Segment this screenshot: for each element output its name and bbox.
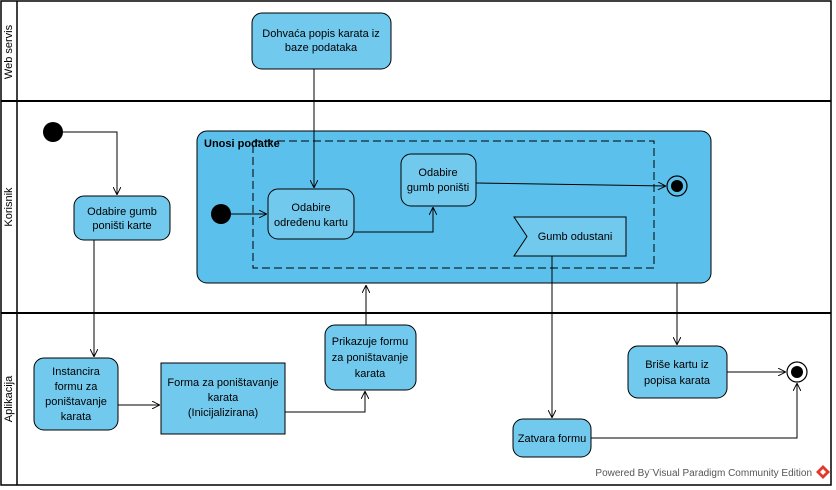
powered-by-text: Powered By¨Visual Paradigm Community Edi… bbox=[595, 468, 812, 479]
node-line: Dohvaća popis karata iz bbox=[262, 28, 379, 40]
action-odabire-gumb-ponisti[interactable]: Odabire gumb poništi bbox=[400, 153, 477, 207]
svg-text:Instancira: Instancira bbox=[52, 366, 101, 378]
inner-initial-node bbox=[211, 204, 231, 224]
region-title: Unosi podatke bbox=[204, 138, 280, 150]
lane-label-web-servis: Web servis bbox=[3, 24, 15, 79]
svg-text:karata: karata bbox=[355, 368, 386, 380]
action-brise-kartu[interactable]: Briše kartu iz popisa karata bbox=[627, 345, 728, 399]
action-dohvaca-popis[interactable]: Dohvaća popis karata iz baze podataka bbox=[251, 12, 392, 70]
node-line: gumb poništi bbox=[407, 182, 469, 194]
svg-text:popisa karata: popisa karata bbox=[644, 375, 711, 387]
action-instancira-formu[interactable]: Instancira formu za poništavanje karata bbox=[33, 357, 119, 431]
svg-text:baze podataka: baze podataka bbox=[285, 42, 358, 54]
node-line: određenu kartu bbox=[274, 217, 348, 229]
visual-paradigm-logo-icon bbox=[816, 465, 830, 479]
flow-ponisti-to-final bbox=[475, 183, 665, 186]
node-line: Forma za poništavanje bbox=[167, 377, 278, 389]
node-line: poništavanje bbox=[45, 396, 107, 408]
initial-node bbox=[43, 122, 63, 142]
svg-text:(Inicijalizirana): (Inicijalizirana) bbox=[188, 407, 258, 419]
node-label: Zatvara formu bbox=[518, 433, 586, 445]
node-line: poništi karte bbox=[92, 220, 151, 232]
flow-initial-to-odabire bbox=[63, 131, 117, 194]
svg-text:Briše kartu iz: Briše kartu iz bbox=[645, 359, 709, 371]
action-zatvara-formu[interactable]: Zatvara formu bbox=[512, 418, 592, 458]
svg-text:za poništavanje: za poništavanje bbox=[332, 352, 408, 364]
svg-text:Odabire: Odabire bbox=[291, 202, 330, 214]
flow-kartu-to-ponisti bbox=[354, 208, 433, 233]
node-line: Odabire bbox=[291, 202, 330, 214]
svg-text:gumb poništi: gumb poništi bbox=[407, 182, 469, 194]
svg-text:određenu kartu: određenu kartu bbox=[274, 217, 348, 229]
action-odabire-kartu[interactable]: Odabire određenu kartu bbox=[267, 188, 355, 240]
accept-event-label: Gumb odustani bbox=[538, 231, 613, 243]
svg-text:Odabire gumb: Odabire gumb bbox=[87, 206, 157, 218]
node-line: (Inicijalizirana) bbox=[188, 407, 258, 419]
activity-final bbox=[786, 361, 808, 383]
node-line: karata bbox=[355, 368, 386, 380]
svg-text:Dohvaća popis karata iz: Dohvaća popis karata iz bbox=[262, 28, 379, 40]
object-node-forma[interactable]: Forma za poništavanje karata (Inicijaliz… bbox=[160, 362, 286, 435]
lane-label-korisnik: Korisnik bbox=[3, 187, 15, 227]
footer: Powered By¨Visual Paradigm Community Edi… bbox=[595, 465, 830, 479]
flow-zatvara-to-final bbox=[591, 384, 797, 439]
node-line: Instancira bbox=[52, 366, 101, 378]
activity-final-region bbox=[666, 175, 688, 197]
svg-text:Forma za poništavanje: Forma za poništavanje bbox=[167, 377, 278, 389]
node-line: Prikazuje formu bbox=[332, 336, 408, 348]
svg-text:Prikazuje formu: Prikazuje formu bbox=[332, 336, 408, 348]
svg-text:poništi karte: poništi karte bbox=[92, 220, 151, 232]
node-line: za poništavanje bbox=[332, 352, 408, 364]
svg-text:formu za: formu za bbox=[55, 381, 99, 393]
svg-text:karata: karata bbox=[61, 411, 92, 423]
node-line: popisa karata bbox=[644, 375, 711, 387]
node-line: Odabire gumb bbox=[87, 206, 157, 218]
svg-text:Odabire: Odabire bbox=[418, 167, 457, 179]
action-prikazuje-formu[interactable]: Prikazuje formu za poništavanje karata bbox=[324, 324, 417, 391]
node-line: Briše kartu iz bbox=[645, 359, 709, 371]
node-line: karata bbox=[61, 411, 92, 423]
node-line: Odabire bbox=[418, 167, 457, 179]
action-odabire-gumb-ponisti-karte[interactable]: Odabire gumb poništi karte bbox=[73, 195, 171, 241]
node-line: formu za bbox=[55, 381, 99, 393]
flow-forma-to-prikazuje bbox=[285, 392, 365, 413]
node-line: baze podataka bbox=[285, 42, 358, 54]
lane-label-aplikacija: Aplikacija bbox=[3, 375, 15, 422]
accept-event-gumb-odustani[interactable]: Gumb odustani bbox=[513, 216, 627, 257]
svg-text:poništavanje: poništavanje bbox=[45, 396, 107, 408]
control-flows bbox=[63, 69, 797, 439]
svg-text:karata: karata bbox=[208, 392, 239, 404]
node-line: karata bbox=[208, 392, 239, 404]
